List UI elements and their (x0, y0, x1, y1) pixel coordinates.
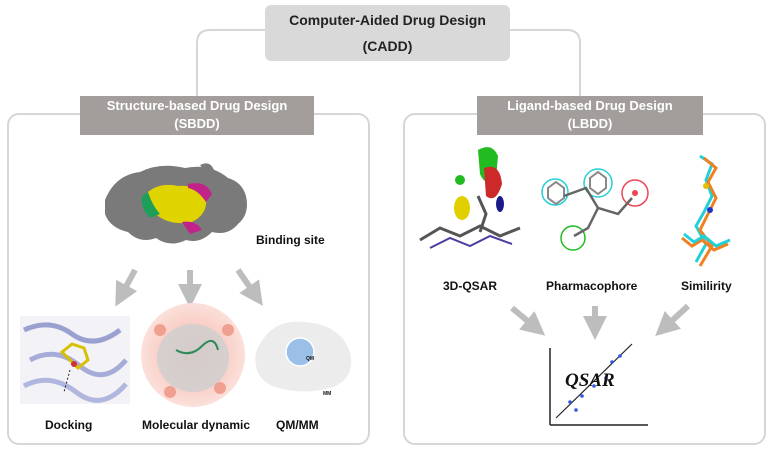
qsar-label: QSAR (565, 370, 615, 391)
sbdd-arrows (115, 268, 263, 308)
mm-tag: MM (323, 391, 332, 397)
lbdd-arrows (510, 303, 691, 340)
qsar3d-label: 3D-QSAR (443, 279, 498, 293)
sbdd-header: Structure-based Drug Design (SBDD) (80, 96, 314, 135)
molecular-dynamic-image (141, 303, 245, 407)
sbdd-title: Structure-based Drug Design (106, 98, 288, 113)
docking-label: Docking (45, 418, 93, 432)
lbdd-title: Ligand-based Drug Design (507, 98, 673, 113)
pharmacophore-image (541, 168, 649, 251)
cadd-abbrev: (CADD) (362, 38, 413, 54)
sbdd-abbrev: (SBDD) (174, 116, 220, 131)
docking-image (20, 316, 130, 404)
qsar3d-image (419, 147, 521, 249)
cadd-title-box: Computer-Aided Drug Design (CADD) (265, 5, 510, 61)
similarity-image (681, 154, 731, 267)
binding-site-image (105, 163, 247, 244)
qm-tag: QM (306, 356, 315, 362)
molecular-dynamic-label: Molecular dynamic (142, 418, 251, 432)
qsar-plot (549, 343, 648, 426)
cadd-title: Computer-Aided Drug Design (289, 12, 486, 28)
qmmm-image (255, 321, 352, 392)
similarity-label: Similirity (681, 279, 732, 293)
lbdd-abbrev: (LBDD) (567, 116, 613, 131)
qmmm-label: QM/MM (276, 418, 319, 432)
pharmacophore-label: Pharmacophore (546, 279, 638, 293)
binding-site-label: Binding site (256, 233, 325, 247)
lbdd-header: Ligand-based Drug Design (LBDD) (477, 96, 703, 135)
